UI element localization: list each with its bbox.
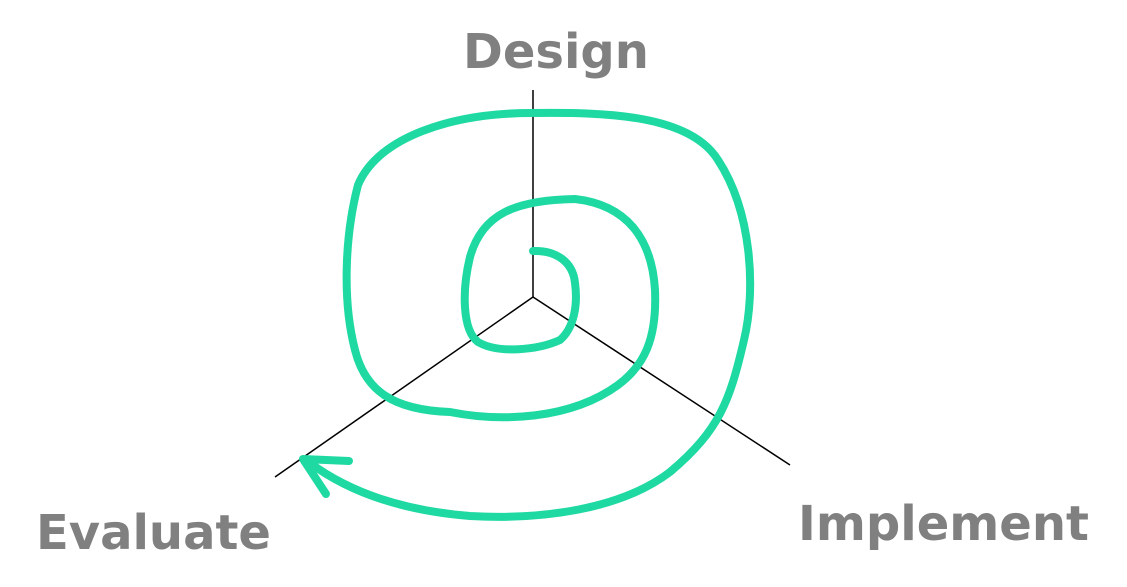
axis-evaluate (274, 296, 534, 478)
arrow-head-icon (299, 455, 353, 498)
arrowhead (299, 455, 353, 498)
axes (274, 90, 791, 478)
axis-implement (532, 296, 791, 466)
label-implement: Implement (798, 496, 1089, 552)
label-evaluate: Evaluate (36, 505, 271, 561)
label-design: Design (463, 24, 649, 80)
spiral-path (306, 108, 755, 521)
